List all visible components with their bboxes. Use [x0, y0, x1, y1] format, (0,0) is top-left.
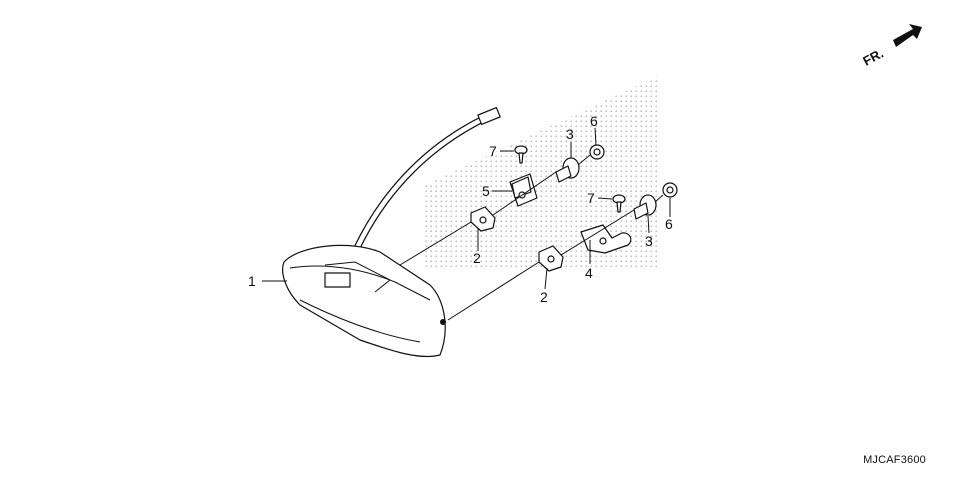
collar-lower	[633, 194, 657, 220]
grommet-upper	[589, 144, 605, 160]
callout-3-lower: 3	[645, 233, 653, 249]
nut-lower	[538, 245, 564, 272]
part-code: MJCAF3600	[863, 454, 926, 466]
direction-label: FR.	[860, 46, 886, 69]
callout-2-upper: 2	[473, 250, 481, 266]
bracket-upper	[509, 173, 538, 207]
callout-6-lower: 6	[665, 216, 673, 232]
callouts: 1 2 2 3 3 4 5 6 6 7 7	[248, 113, 673, 305]
screw-upper	[514, 145, 528, 164]
bracket-lower	[580, 224, 632, 254]
arrow-front-icon	[893, 24, 922, 47]
callout-7-lower: 7	[587, 190, 595, 206]
callout-6-upper: 6	[590, 113, 598, 129]
callout-2-lower: 2	[540, 289, 548, 305]
callout-7-upper: 7	[489, 143, 497, 159]
grommet-lower	[662, 182, 678, 198]
collar-upper	[555, 157, 580, 183]
screw-lower	[612, 194, 626, 213]
tail-lamp-assembly	[282, 107, 501, 358]
front-direction-indicator: FR.	[860, 24, 922, 69]
callout-4: 4	[585, 265, 593, 281]
leader-lines	[262, 127, 671, 290]
assembly-lines	[399, 154, 664, 321]
callout-1: 1	[248, 273, 256, 289]
callout-5: 5	[482, 183, 490, 199]
callout-3-upper: 3	[566, 126, 574, 142]
